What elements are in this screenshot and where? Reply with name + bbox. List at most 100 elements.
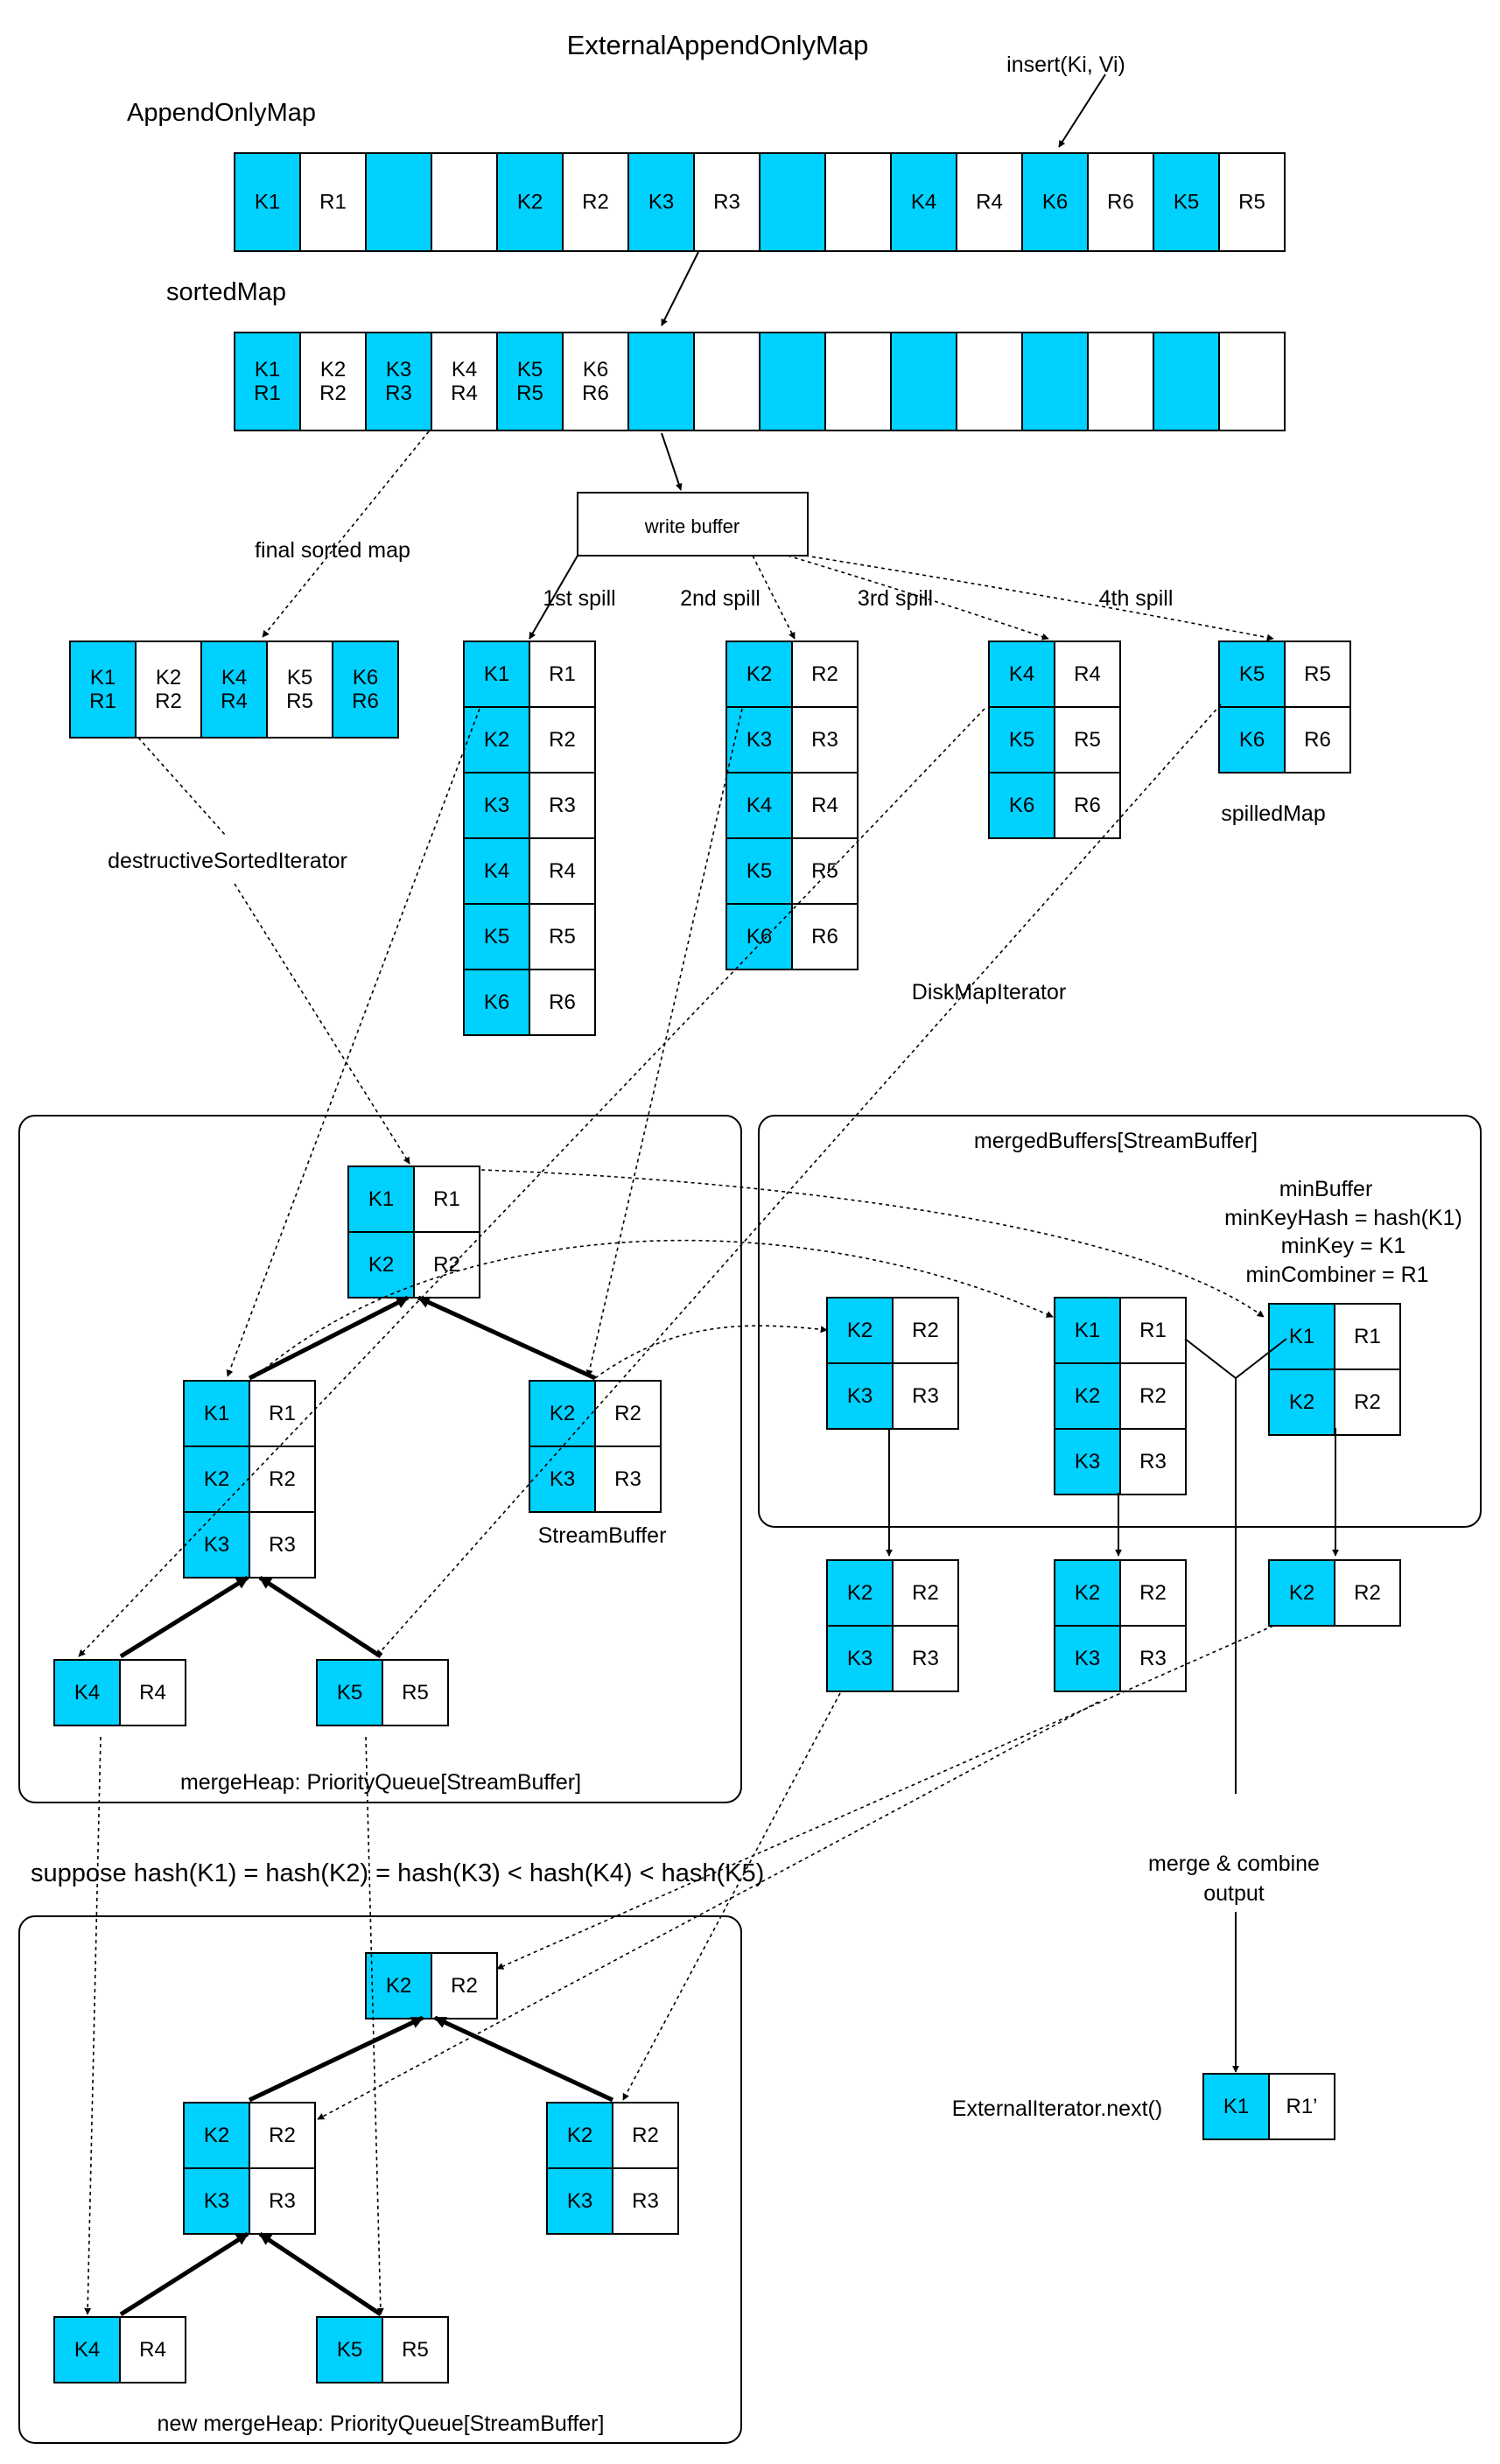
new-heap-ll-cell-key bbox=[53, 2316, 121, 2384]
merged-before-2-cell-key bbox=[1054, 1428, 1121, 1495]
sorted-map-cell-text: K6 bbox=[583, 358, 608, 382]
heap-left-cell-value bbox=[249, 1446, 316, 1513]
heap-ll-cell-key bbox=[53, 1659, 121, 1726]
merged-before-2-cell-key-text: K1 bbox=[1075, 1319, 1100, 1342]
sorted-map-cell bbox=[1021, 332, 1089, 431]
sorted-map-cell-text: K2 bbox=[320, 358, 346, 382]
spill-3-cell-value-text: R4 bbox=[1074, 662, 1101, 686]
spill-2-cell-value bbox=[791, 706, 859, 774]
append-only-map-cell bbox=[365, 152, 432, 252]
merged-before-3-cell-key bbox=[1268, 1368, 1335, 1436]
output-key-cell-text: K1 bbox=[1223, 2095, 1249, 2118]
merged-before-2-cell-value bbox=[1119, 1362, 1187, 1430]
sorted-map-cell bbox=[693, 332, 761, 431]
heap-root-cell-key-text: K2 bbox=[368, 1253, 394, 1277]
sort-arrow bbox=[661, 251, 699, 326]
spill-1-cell-key-text: K1 bbox=[484, 662, 509, 686]
merged1-to-new-heap-arrow bbox=[496, 1625, 1274, 1970]
merged-before-3-cell-key-text: K1 bbox=[1289, 1325, 1314, 1348]
merged-after-3-cell-key bbox=[1268, 1559, 1335, 1627]
spill-1-cell-key-text: K6 bbox=[484, 990, 509, 1014]
append-only-map-cell-text: K2 bbox=[517, 191, 543, 214]
heap-root-cell-key-text: K1 bbox=[368, 1187, 394, 1211]
append-only-map-cell-text: R1 bbox=[319, 191, 347, 214]
final-sorted-map-cell-text: K4 bbox=[221, 666, 247, 690]
merged-buffers-label: mergedBuffers[StreamBuffer] bbox=[974, 1129, 1258, 1153]
append-only-map-cell-text: K1 bbox=[255, 191, 280, 214]
heap-left-cell-key bbox=[183, 1380, 250, 1447]
write-buffer-label: write buffer bbox=[644, 515, 739, 537]
spill-2-cell-key-text: K2 bbox=[746, 662, 772, 686]
heap-left-cell-key-text: K1 bbox=[204, 1402, 229, 1425]
final-sorted-map-cell-text: R1 bbox=[89, 690, 116, 713]
suppose-label: suppose hash(K1) = hash(K2) = hash(K3) <… bbox=[31, 1859, 764, 1887]
append-only-map-cell bbox=[1087, 152, 1154, 252]
spill-4-cell-key-text: K5 bbox=[1239, 662, 1265, 686]
sorted-map-cell-text: R1 bbox=[254, 382, 281, 405]
spill-1-cell-key-text: K4 bbox=[484, 859, 509, 883]
merged-before-2-cell-key-text: K2 bbox=[1075, 1384, 1100, 1408]
append-only-map-cell bbox=[1153, 152, 1220, 252]
new-heap-lr-cell-value bbox=[382, 2316, 449, 2384]
destructive-iter-arrow-b bbox=[234, 883, 410, 1165]
new-heap-right-cell-key-text: K3 bbox=[567, 2189, 592, 2213]
new-heap-left-cell-value bbox=[249, 2167, 316, 2235]
spill-4-cell-value bbox=[1284, 640, 1351, 708]
new-heap-left-cell-value-text: R3 bbox=[269, 2189, 296, 2213]
sorted-map-cell-text: R2 bbox=[319, 382, 347, 405]
merged-after-1-cell-value-text: R2 bbox=[912, 1581, 939, 1605]
spill4-to-heap-arrow bbox=[375, 704, 1222, 1657]
sorted-map-cell bbox=[890, 332, 957, 431]
final-sorted-map-cell bbox=[135, 640, 202, 738]
merged-before-1-cell-key bbox=[826, 1297, 894, 1364]
final-sorted-arrow bbox=[262, 430, 430, 638]
merged-before-1-cell-value bbox=[892, 1297, 959, 1364]
append-only-map-cell-text: R6 bbox=[1107, 191, 1134, 214]
spill-1-cell-key-text: K2 bbox=[484, 728, 509, 752]
merged-after-1-cell-key-text: K2 bbox=[847, 1581, 873, 1605]
new-heap-left-cell-key-text: K2 bbox=[204, 2124, 229, 2147]
heap-left-cell-key-text: K2 bbox=[204, 1467, 229, 1491]
new-heap-ll-cell-value bbox=[119, 2316, 186, 2384]
diagram-title: ExternalAppendOnlyMap bbox=[567, 30, 869, 60]
spill-1-cell-value bbox=[529, 903, 596, 970]
new-heap-ll-cell-value-text: R4 bbox=[139, 2338, 166, 2362]
new-heap-left-cell-key-text: K3 bbox=[204, 2189, 229, 2213]
append-only-map-cell-text: R3 bbox=[713, 191, 740, 214]
spill-1-cell-key bbox=[463, 772, 530, 839]
stream-buffer-label: StreamBuffer bbox=[538, 1523, 667, 1548]
merged-after-3-cell-value bbox=[1334, 1559, 1401, 1627]
new-heap-root-cell-key-text: K2 bbox=[386, 1974, 411, 1998]
merged-after-1-cell-key bbox=[826, 1625, 894, 1692]
new-heap-root-cell-value-text: R2 bbox=[451, 1974, 478, 1998]
merged-before-2-cell-key-text: K3 bbox=[1075, 1450, 1100, 1474]
merged-after-3-cell-key-text: K2 bbox=[1289, 1581, 1314, 1605]
merged-after-2-cell-value-text: R3 bbox=[1139, 1647, 1167, 1670]
new-heap-right-cell-key bbox=[546, 2102, 613, 2169]
merged-before-2-cell-value-text: R1 bbox=[1139, 1319, 1167, 1342]
ll-down-arrow bbox=[84, 1736, 102, 2315]
final-sorted-map-cell bbox=[332, 640, 399, 738]
sorted-map-cell bbox=[824, 332, 892, 431]
heap-arrow-right-root bbox=[417, 1295, 597, 1381]
spill-2-cell-key-text: K4 bbox=[746, 794, 772, 817]
heap-root-cell-value bbox=[413, 1231, 480, 1298]
merged-buffers-container bbox=[758, 1115, 1482, 1528]
solid-arrows bbox=[529, 74, 1339, 2073]
new-merge-heap-container bbox=[18, 1915, 742, 2444]
sorted-map-cell-text: K5 bbox=[517, 358, 543, 382]
spill-1-cell-key bbox=[463, 969, 530, 1036]
heap-right-cell-value bbox=[594, 1446, 662, 1513]
append-only-map-cell bbox=[1021, 152, 1089, 252]
append-only-map-cell bbox=[824, 152, 892, 252]
heap-arrow-ll bbox=[119, 1575, 249, 1659]
spill-1-cell-value bbox=[529, 706, 596, 774]
spill-2-cell-value bbox=[791, 837, 859, 905]
new-heap-left-cell-value-text: R2 bbox=[269, 2124, 296, 2147]
spill-3-arrow bbox=[787, 555, 1049, 640]
spill-4-cell-key bbox=[1218, 640, 1286, 708]
min-buffer-label: minBuffer bbox=[1279, 1177, 1373, 1201]
destructive-iter-arrow-a bbox=[137, 737, 227, 836]
spill-1-cell-value bbox=[529, 640, 596, 708]
append-only-map-cell bbox=[627, 152, 695, 252]
